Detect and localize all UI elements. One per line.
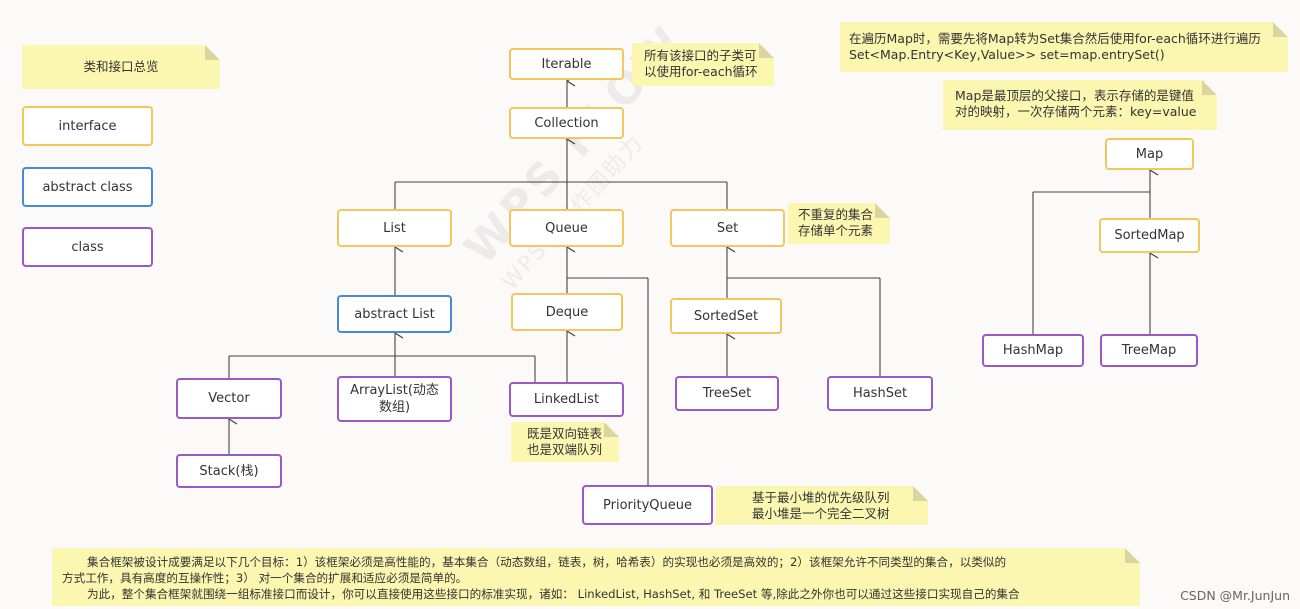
node-treemap: TreeMap	[1100, 334, 1198, 367]
node-hashmap: HashMap	[982, 334, 1084, 367]
node-hashset: HashSet	[827, 376, 933, 411]
note-map-iteration: 在遍历Map时，需要先将Map转为Set集合然后使用for-each循环进行遍历…	[840, 22, 1288, 72]
note-iterable-line2: 以使用for-each循环	[644, 64, 758, 79]
node-arraylist: ArrayList(动态数组)	[337, 376, 452, 422]
note-map-iteration-line2: Set<Map.Entry<Key,Value>> set=map.entryS…	[849, 47, 1165, 62]
note-linkedlist: 既是双向链表 也是双端队列	[511, 422, 619, 462]
note-linkedlist-line1: 既是双向链表	[527, 426, 603, 441]
node-stack: Stack(栈)	[176, 454, 282, 488]
node-linkedlist: LinkedList	[509, 382, 624, 417]
legend-title: 类和接口总览	[83, 59, 159, 74]
note-pq-line2: 最小堆是一个完全二叉树	[752, 506, 890, 521]
legend-title-note: 类和接口总览	[22, 45, 220, 89]
note-goals-line1: 集合框架被设计成要满足以下几个目标：1）该框架必须是高性能的，基本集合（动态数组…	[87, 555, 1007, 569]
node-abstract-list: abstract List	[337, 295, 452, 333]
node-map: Map	[1105, 138, 1194, 170]
node-sortedset: SortedSet	[670, 298, 782, 334]
node-sortedmap: SortedMap	[1099, 218, 1200, 253]
note-goals-line3: 为此，整个集合框架就围绕一组标准接口而设计，你可以直接使用这些接口的标准实现，诸…	[87, 587, 1020, 601]
legend-abstract-class: abstract class	[22, 167, 153, 207]
note-set: 不重复的集合 存储单个元素	[788, 203, 890, 244]
legend-class: class	[22, 227, 153, 267]
node-collection: Collection	[509, 107, 624, 139]
legend-interface: interface	[22, 106, 153, 146]
node-set: Set	[670, 209, 785, 247]
note-priorityqueue: 基于最小堆的优先级队列 最小堆是一个完全二叉树	[716, 486, 928, 525]
node-list: List	[337, 209, 452, 247]
note-set-line2: 存储单个元素	[798, 223, 874, 238]
note-iterable: 所有该接口的子类可 以使用for-each循环	[632, 43, 774, 86]
node-priorityqueue: PriorityQueue	[582, 485, 713, 525]
node-deque: Deque	[511, 293, 623, 331]
note-map-line1: Map是最顶层的父接口，表示存储的是键值	[955, 88, 1194, 103]
node-queue: Queue	[509, 209, 624, 247]
note-set-line1: 不重复的集合	[798, 207, 874, 222]
node-treeset: TreeSet	[675, 376, 779, 411]
note-map-line2: 对的映射，一次存储两个元素：key=value	[955, 104, 1197, 119]
node-iterable: Iterable	[509, 48, 624, 80]
note-framework-goals: 集合框架被设计成要满足以下几个目标：1）该框架必须是高性能的，基本集合（动态数组…	[52, 548, 1140, 606]
note-pq-line1: 基于最小堆的优先级队列	[752, 490, 890, 505]
note-map-iteration-line1: 在遍历Map时，需要先将Map转为Set集合然后使用for-each循环进行遍历	[849, 31, 1261, 46]
note-map: Map是最顶层的父接口，表示存储的是键值 对的映射，一次存储两个元素：key=v…	[943, 80, 1217, 130]
csdn-credit: CSDN @Mr.JunJun	[1180, 588, 1290, 603]
note-goals-line2: 方式工作，具有高度的互操作性；3） 对一个集合的扩展和适应必须是简单的。	[62, 571, 468, 585]
note-linkedlist-line2: 也是双端队列	[527, 442, 603, 457]
note-iterable-line1: 所有该接口的子类可	[644, 48, 757, 63]
node-vector: Vector	[176, 378, 282, 419]
